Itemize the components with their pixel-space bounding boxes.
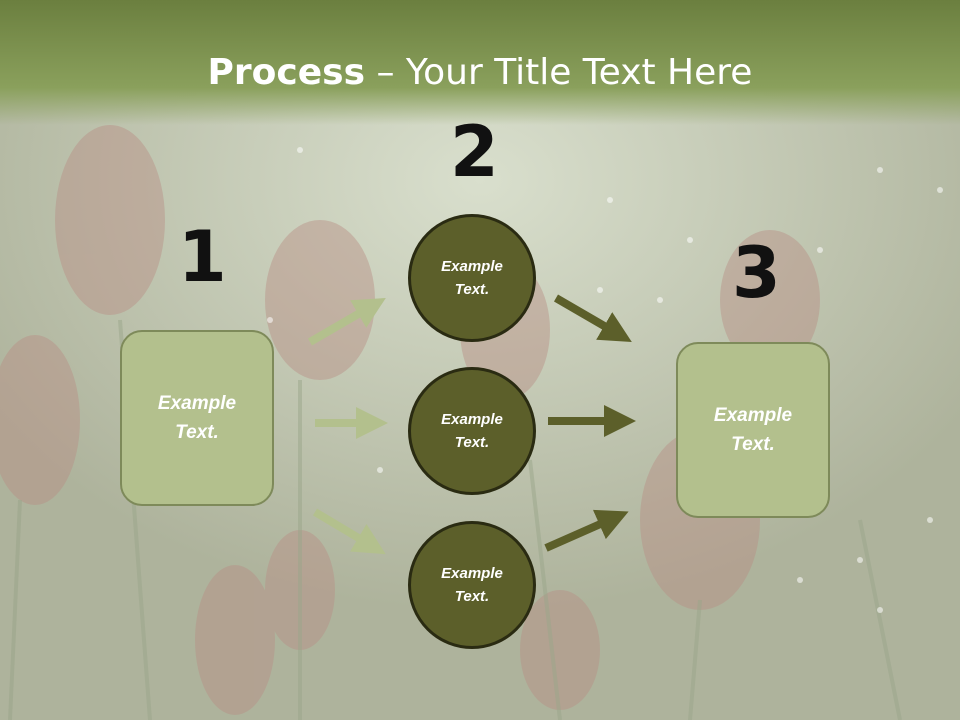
arrow-1-to-2-bottom: [312, 508, 386, 555]
title-band: [0, 0, 960, 125]
slide-title: Process – Your Title Text Here: [0, 52, 960, 93]
step-2-circle-middle[interactable]: Example Text.: [408, 367, 536, 495]
arrow-2-to-3-top: [553, 294, 632, 343]
arrow-1-to-2-top: [307, 297, 386, 346]
step-3-number: 3: [732, 232, 781, 314]
step-2-circle-top[interactable]: Example Text.: [408, 214, 536, 342]
step-3-box[interactable]: Example Text.: [676, 342, 830, 518]
title-bold: Process: [207, 52, 366, 93]
step-2-circle-text: Example Text.: [441, 411, 503, 451]
step-2-circle-bottom[interactable]: Example Text.: [408, 521, 536, 649]
step-1-text: Example Text.: [157, 393, 237, 443]
arrow-2-to-3-bottom: [544, 509, 629, 552]
step-2-number: 2: [450, 111, 499, 193]
step-2-circle-text: Example Text.: [441, 258, 503, 298]
step-2-circle-text: Example Text.: [441, 565, 503, 605]
step-3-text: Example Text.: [713, 405, 793, 455]
step-1-number: 1: [178, 216, 227, 298]
step-1-box[interactable]: Example Text.: [120, 330, 274, 506]
title-rest: – Your Title Text Here: [365, 52, 753, 93]
